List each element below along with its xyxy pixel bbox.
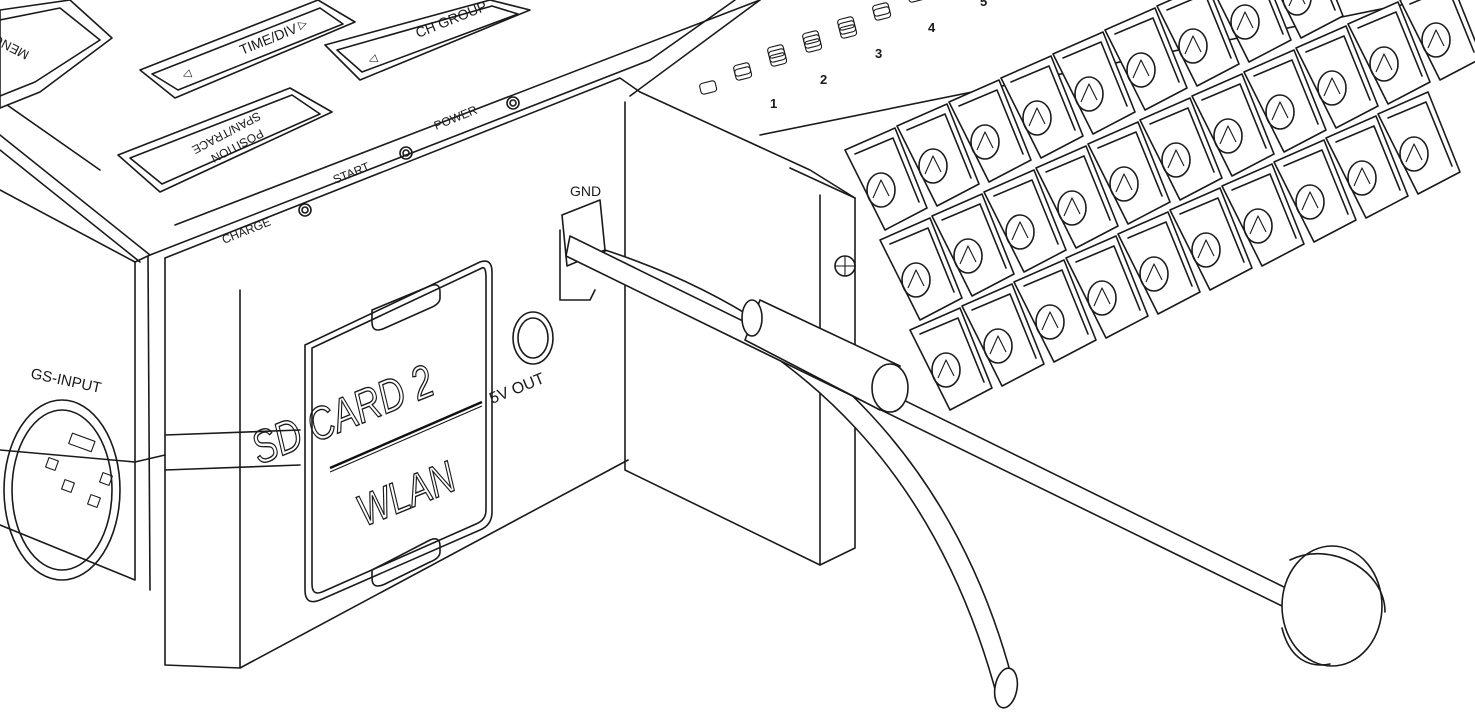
front-face [164,77,641,669]
screw-terminal [983,169,1067,273]
screw-terminal [948,79,1032,183]
screw-terminal [931,193,1015,297]
terminal-number-5: 5 [980,0,987,9]
screw-terminal [1377,91,1461,195]
charge-led [298,203,312,217]
screw-terminal [896,103,980,207]
screw-terminal [961,283,1045,387]
screw-terminal [1035,145,1119,249]
top-panel [0,0,761,263]
screw-terminal [1065,235,1149,339]
screw-terminal [1325,115,1409,219]
screw-terminal [1243,49,1327,153]
screw-terminal [1013,259,1097,363]
screw-terminal [1347,1,1431,105]
screw-terminal-block [844,0,1475,411]
gs-input-side: GS-INPUT [0,189,166,591]
screw-terminal [1281,0,1344,39]
screw-terminal [1217,0,1292,63]
ch-group-key: CH GROUP ◁ [324,0,531,81]
screw-terminal [1156,0,1240,87]
screw-terminal [1169,187,1253,291]
screw-terminal [1104,7,1188,111]
five-v-out-port: 5V OUT [487,311,554,408]
terminal-module [624,0,1430,566]
channel-led [769,52,788,67]
screw-terminal [1139,97,1223,201]
screw-terminal [1399,0,1475,81]
time-div-key: TIME/DIV ◁ ▷ [139,0,356,99]
menu-key: MENU [0,0,113,109]
power-label: POWER [432,103,480,133]
screw-terminal [1221,163,1305,267]
sd-card-cover: SD CARD 2 WLAN [243,260,493,603]
terminal-number-3: 3 [875,46,882,61]
five-v-out-label: 5V OUT [487,370,547,407]
span-trace-key: SPAN/TRACE POSITION [117,87,333,193]
screw-terminal [1000,55,1084,159]
channel-led [839,24,858,39]
start-led [399,146,413,160]
gs-input-connector [3,399,121,581]
channel-numbers: 1 2 3 4 5 [770,0,987,111]
screw-terminal [1273,139,1357,243]
channel-led [907,0,926,3]
power-led [506,96,520,110]
screw-terminal [1191,73,1275,177]
terminal-number-1: 1 [770,96,777,111]
screw-terminal [1052,31,1136,135]
screw-terminal [1087,121,1171,225]
gnd-label: GND [570,183,601,199]
gnd-terminal: GND [559,183,606,301]
screw-terminal [1117,211,1201,315]
gs-input-label: GS-INPUT [29,365,103,397]
terminal-number-4: 4 [928,20,936,35]
channel-led [804,38,823,53]
channel-led [873,6,892,21]
screw-terminal [844,127,928,231]
probe-tip [1281,545,1383,667]
screw-terminal [1295,25,1379,129]
screwdriver-probe [565,235,1386,667]
terminal-number-2: 2 [820,72,827,87]
screw-terminal [909,307,993,411]
channel-led-grid [699,0,926,95]
screw-terminal [879,217,963,321]
channel-led [734,66,753,81]
charge-label: CHARGE [220,215,273,247]
channel-led [699,80,718,95]
